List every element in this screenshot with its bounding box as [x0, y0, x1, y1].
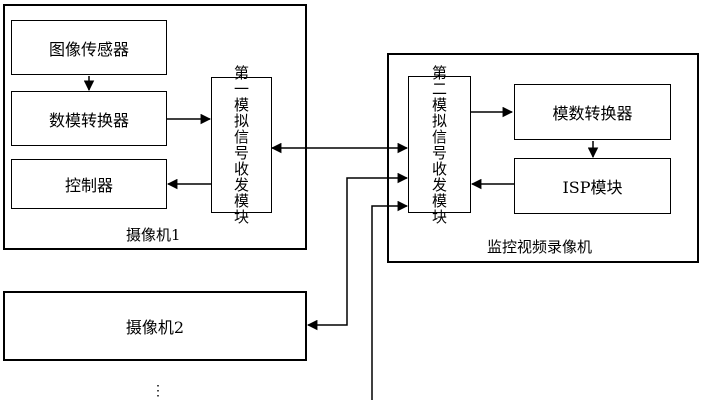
tx1-char: 号	[233, 144, 249, 162]
tx2-char: 二	[431, 79, 447, 98]
tx1-char: 信	[233, 128, 249, 146]
controller-box: 控制器	[11, 159, 167, 209]
nvr-title: 监控视频录像机	[487, 238, 593, 256]
tx2-char: 模	[431, 95, 447, 114]
tx2-char: 号	[431, 143, 447, 162]
tx2-char: 信	[431, 127, 447, 146]
dac-box: 数模转换器	[11, 91, 167, 146]
tx2-char: 第	[431, 63, 447, 82]
isp-box: ISP模块	[514, 158, 671, 214]
arrow-camera2-tx2	[306, 172, 409, 331]
tx1-char: 发	[233, 176, 249, 194]
tx1-char: 模	[233, 192, 249, 210]
camera1-title: 摄像机1	[126, 226, 181, 244]
transceiver1-box: 第 一 模 拟 信 号 收 发 模 块	[211, 65, 272, 225]
tx1-char: 模	[233, 96, 249, 114]
tx1-char: 拟	[233, 112, 249, 130]
tx2-char: 收	[431, 159, 447, 178]
tx2-char: 发	[431, 175, 447, 194]
nvr-group	[387, 53, 699, 263]
adc-box: 模数转换器	[514, 84, 671, 140]
tx2-char: 块	[431, 207, 447, 226]
camera2-box: 摄像机2	[3, 291, 307, 361]
tx2-char: 拟	[431, 111, 447, 130]
tx1-char: 一	[233, 80, 249, 98]
tx1-char: 块	[233, 208, 249, 226]
camera1-group	[3, 4, 307, 250]
tx1-char: 收	[233, 160, 249, 178]
tx1-char: 第	[233, 64, 249, 82]
transceiver2-box: 第 二 模 拟 信 号 收 发 模 块	[408, 65, 471, 225]
tx2-char: 模	[431, 191, 447, 210]
arrow-more-to-tx2	[371, 200, 409, 400]
image-sensor-box: 图像传感器	[11, 20, 167, 75]
more-devices-ellipsis: ⋮	[151, 383, 165, 399]
